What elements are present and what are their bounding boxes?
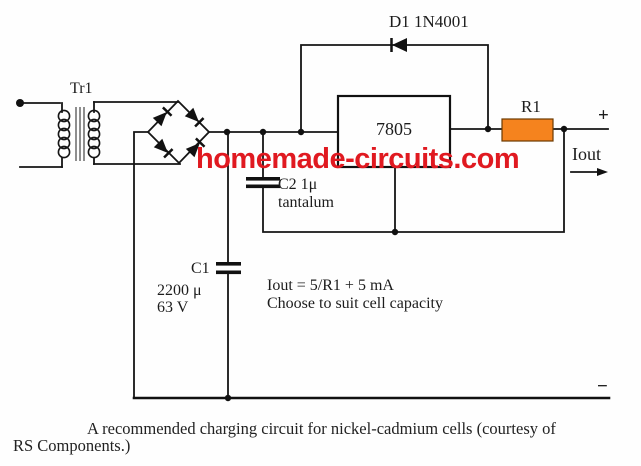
secondary-winding — [87, 109, 101, 159]
iout-arrow-icon — [570, 168, 608, 176]
junction-dot — [391, 228, 399, 236]
c1-plate-top — [216, 262, 241, 266]
iout-label: Iout — [572, 144, 601, 164]
caption-line1: A recommended charging circuit for nicke… — [87, 419, 556, 438]
label-tr1: Tr1 — [70, 80, 93, 97]
transformer-core — [75, 107, 85, 161]
c2-plate-top — [246, 177, 280, 181]
label-r1: R1 — [521, 97, 541, 116]
bridge-diode-left-top-icon — [152, 106, 173, 127]
label-c2: C2 1μ — [278, 176, 317, 193]
label-c2-material: tantalum — [278, 194, 335, 211]
capacitor-c2: C2 1μ tantalum — [246, 131, 335, 211]
capacitor-c1: C1 2200 μ 63 V — [157, 131, 241, 399]
diode-d1: D1 1N4001 — [389, 12, 469, 52]
junction-dot — [223, 128, 231, 136]
formula-text: Iout = 5/R1 + 5 mA — [267, 277, 394, 294]
ground-lift-rail — [262, 128, 565, 233]
label-c1-voltage: 63 V — [157, 299, 189, 316]
regulator-7805: 7805 — [336, 94, 452, 169]
bridge-diode-top-right-icon — [184, 107, 205, 128]
plus-terminal-label: + — [598, 105, 609, 126]
bridge-diode-left-bottom-icon — [153, 138, 174, 159]
bridge-diode-bottom-right-icon — [185, 137, 206, 158]
label-7805: 7805 — [376, 119, 412, 139]
junction-dot — [297, 128, 305, 136]
resistor-r1: R1 — [501, 97, 554, 142]
junction-dot — [560, 125, 568, 133]
resistor-body — [501, 118, 554, 142]
transformer-tr1: Tr1 — [16, 80, 101, 168]
output-terminals: + Iout − — [570, 105, 609, 397]
label-d1: D1 1N4001 — [389, 12, 469, 31]
junction-dot — [484, 125, 492, 133]
design-notes: Iout = 5/R1 + 5 mA Choose to suit cell c… — [267, 277, 443, 312]
minus-terminal-label: − — [597, 376, 608, 397]
c2-plate-bottom — [246, 184, 280, 189]
site-watermark: homemade-circuits.com — [196, 143, 519, 175]
label-c1-value: 2200 μ — [157, 282, 202, 299]
c1-plate-bottom — [216, 270, 241, 275]
primary-winding — [57, 109, 71, 159]
formula-advice-text: Choose to suit cell capacity — [267, 295, 443, 312]
caption-line2: RS Components.) — [13, 436, 130, 455]
negative-rail-drop — [133, 131, 149, 399]
bridge-rectifier — [93, 99, 211, 399]
caption: A recommended charging circuit for nicke… — [13, 419, 556, 455]
regulator-box — [336, 94, 452, 169]
diode-d1-icon — [390, 38, 407, 52]
label-c1: C1 — [191, 260, 210, 277]
